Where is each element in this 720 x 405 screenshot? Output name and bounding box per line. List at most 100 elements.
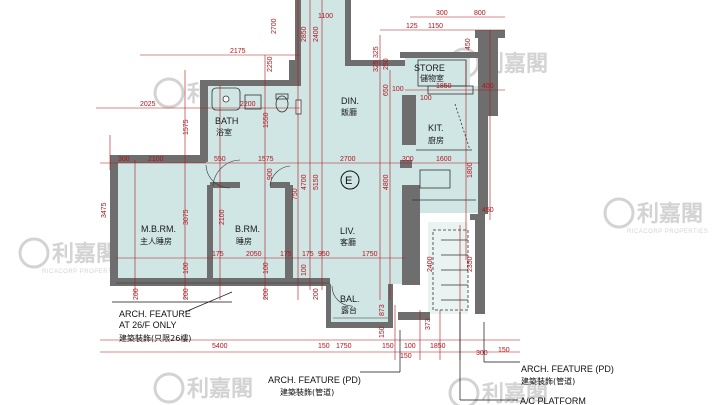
dim-text: 2100 <box>219 209 226 225</box>
dim-text: 200 <box>313 288 320 300</box>
dim-text: 1100 <box>318 13 333 20</box>
dim-text: 175 <box>212 251 224 258</box>
dim-text: 150 <box>382 343 394 350</box>
room-label-mbrm-zh: 主人睡房 <box>140 236 172 246</box>
dim-text: 200 <box>133 288 140 300</box>
watermark-cn: 利嘉閣 <box>482 382 548 405</box>
dim-text: 1750 <box>336 343 352 350</box>
dim-text: 900 <box>267 168 274 180</box>
callout-arch-pd-right: ARCH. FEATURE (PD) 建築裝飾(管道) <box>483 322 614 386</box>
dim-text: 1800 <box>467 162 474 178</box>
dim-text: 1850 <box>430 343 446 350</box>
callout-ac-platform: A/C PLATFORM <box>459 312 586 405</box>
dim-text: 125 <box>406 23 418 30</box>
dim-text: 800 <box>474 10 486 17</box>
arch-feature-pd-bottom: ARCH. FEATURE (PD) <box>268 375 361 385</box>
dim-text: 2025 <box>140 101 156 108</box>
dim-text: 250 <box>383 58 390 70</box>
dim-text: 2700 <box>340 156 356 163</box>
room-label-din: DIN. <box>341 96 359 106</box>
watermark-en: RICACORP PROPERTIES <box>627 229 708 235</box>
dim-text: 1150 <box>428 23 443 30</box>
dim-text: 200 <box>263 288 270 300</box>
watermark: 利嘉閣 <box>153 372 253 404</box>
dim-text: 750 <box>292 188 299 200</box>
dim-text: 100 <box>420 95 432 102</box>
dim-text: 1750 <box>362 251 378 258</box>
callout-arch-26f: ARCH. FEATURE AT 26/F ONLY 建築裝飾(只限26樓) <box>112 291 233 343</box>
dim-text: 200 <box>183 288 190 300</box>
dim-text: 150 <box>318 343 330 350</box>
room-label-liv: LIV. <box>340 226 355 236</box>
dim-text: 175 <box>302 251 314 258</box>
dim-text: 100 <box>263 262 270 274</box>
dim-text: 300 <box>402 156 414 163</box>
dim-text: 550 <box>214 156 226 163</box>
room-label-store-zh: 儲物室 <box>420 73 444 83</box>
dim-text: 450 <box>482 207 494 214</box>
room-label-kit: KIT. <box>428 123 444 133</box>
watermark-cn: 利嘉閣 <box>187 377 253 402</box>
dim-text: 5400 <box>212 343 228 350</box>
dim-text: 2400 <box>427 256 434 272</box>
dim-text: 950 <box>318 251 330 258</box>
dim-text: 325 <box>373 46 380 58</box>
watermark: 利嘉閣 <box>448 377 548 405</box>
dim-text: 1575 <box>258 156 274 163</box>
room-label-brm: B.RM. <box>235 224 260 234</box>
bathtub <box>211 87 241 111</box>
dim-text: 5150 <box>313 174 320 190</box>
dim-text: 325 <box>373 60 380 72</box>
dim-text: 2050 <box>246 251 262 258</box>
dim-text: 2700 <box>271 18 278 34</box>
watermark: 利嘉閣 RICACORP PROPERTIES <box>603 197 708 235</box>
dimension-texts: 300 800 125 1150 450 2700 1100 2850 2400… <box>101 10 510 360</box>
arch-feature-pd-right: ARCH. FEATURE (PD) <box>521 364 614 374</box>
dim-text: 150 <box>400 353 412 360</box>
dim-text: 2175 <box>230 48 246 55</box>
room-label-store: STORE <box>414 63 445 73</box>
dim-text: 100 <box>404 343 416 350</box>
callout-arch-pd-bottom: ARCH. FEATURE (PD) 建築裝飾(管道) <box>268 330 401 397</box>
toilet <box>275 95 289 113</box>
watermark-cn: 利嘉閣 <box>52 242 118 267</box>
fixtures <box>116 59 476 319</box>
dim-text: 150 <box>379 326 386 338</box>
dim-text: 300 <box>476 350 488 357</box>
dim-text: 1575 <box>183 119 190 135</box>
dim-text: 100 <box>301 264 308 276</box>
arch-feature-pd-right-zh: 建築裝飾(管道) <box>521 376 575 386</box>
arch-feature-26f-line1: ARCH. FEATURE <box>119 309 191 319</box>
ac-platform-label: A/C PLATFORM <box>520 396 586 405</box>
arch-feature-pd-bottom-zh: 建築裝飾(管道) <box>280 387 334 397</box>
dim-text: 3075 <box>183 209 190 225</box>
dim-text: 300 <box>436 10 448 17</box>
floor-areas <box>115 0 480 322</box>
room-label-bath-zh: 浴室 <box>216 127 232 137</box>
dim-text: 2250 <box>267 56 274 72</box>
room-label-mbrm: M.B.RM. <box>141 224 176 234</box>
dim-text: 1850 <box>436 83 452 90</box>
room-label-din-zh: 飯廳 <box>341 107 357 117</box>
room-label-bath: BATH <box>215 116 238 126</box>
dim-text: 3475 <box>101 202 108 218</box>
dim-text: 2400 <box>313 26 320 42</box>
dim-text: 4700 <box>301 174 308 190</box>
dim-text: 450 <box>465 38 472 50</box>
watermark-en: RICACORP PROPERTIES <box>42 269 123 275</box>
dim-text: 873 <box>379 304 386 316</box>
dim-text: 2350 <box>467 256 474 272</box>
dim-text: 4800 <box>383 174 390 190</box>
dim-text: 300 <box>118 156 130 163</box>
room-label-bal: BAL. <box>340 294 360 304</box>
watermark-cn: 利嘉閣 <box>637 202 703 227</box>
dim-text: 150 <box>498 347 510 354</box>
arch-feature-26f-zh: 建築裝飾(只限26樓) <box>119 333 191 343</box>
dim-text: 1550 <box>263 112 270 128</box>
unit-marker-circle <box>340 170 360 190</box>
dim-text: 650 <box>383 84 390 96</box>
room-label-brm-zh: 睡房 <box>236 236 252 246</box>
room-labels: STORE 儲物室 DIN. 飯廳 BATH 浴室 KIT. 廚房 M.B.RM… <box>140 63 445 315</box>
watermark: 利嘉閣 RICACORP PROPERTIES <box>18 237 123 275</box>
